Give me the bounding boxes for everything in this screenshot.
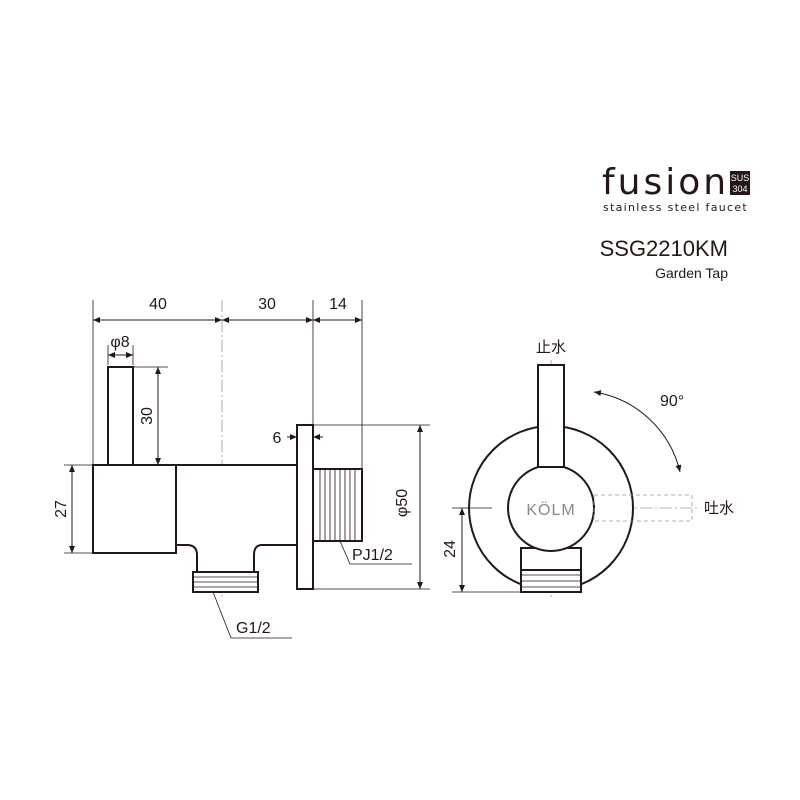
dim-flange-diameter: φ50 <box>394 489 411 517</box>
front-handle <box>537 364 565 468</box>
brand-name: fusion <box>602 162 729 203</box>
label-outlet-thread: G1/2 <box>236 620 271 637</box>
front-view: KÖLM 止水 吐水 90° 24 <box>442 339 734 600</box>
handle-open-position <box>593 494 693 522</box>
side-view: 40 30 14 φ8 30 27 <box>53 296 430 639</box>
dim-body-height: 27 <box>53 500 70 518</box>
sus-badge-bottom: 304 <box>732 184 747 194</box>
sus-badge-top: SUS <box>731 173 750 183</box>
label-open: 吐水 <box>704 500 734 517</box>
brand-logo: fusion SUS 304 stainless steel faucet <box>602 162 750 214</box>
wall-thread-ribs <box>319 469 356 541</box>
sus-badge <box>730 171 750 195</box>
dim-outlet-height: 24 <box>442 540 459 558</box>
dim-handle-diameter: φ8 <box>110 334 129 351</box>
brand-tagline: stainless steel faucet <box>603 201 748 214</box>
wall-thread <box>312 468 363 542</box>
rotation-arrow <box>593 390 682 473</box>
dim-40: 40 <box>149 296 167 313</box>
wall-flange <box>296 424 314 590</box>
label-wall-thread: PJ1/2 <box>352 547 393 564</box>
product-name: Garden Tap <box>655 265 728 281</box>
dim-flange-thickness: 6 <box>273 430 282 447</box>
dim-30: 30 <box>258 296 276 313</box>
rotation-angle: 90° <box>660 393 684 410</box>
valve-body <box>92 464 177 554</box>
pipe-body <box>175 464 298 573</box>
dim-14: 14 <box>329 296 347 313</box>
lever-handle <box>107 366 134 466</box>
label-stop: 止水 <box>536 339 566 356</box>
body-logo: KÖLM <box>526 501 575 519</box>
model-number: SSG2210KM <box>600 236 728 261</box>
dim-handle-length: 30 <box>139 407 156 425</box>
